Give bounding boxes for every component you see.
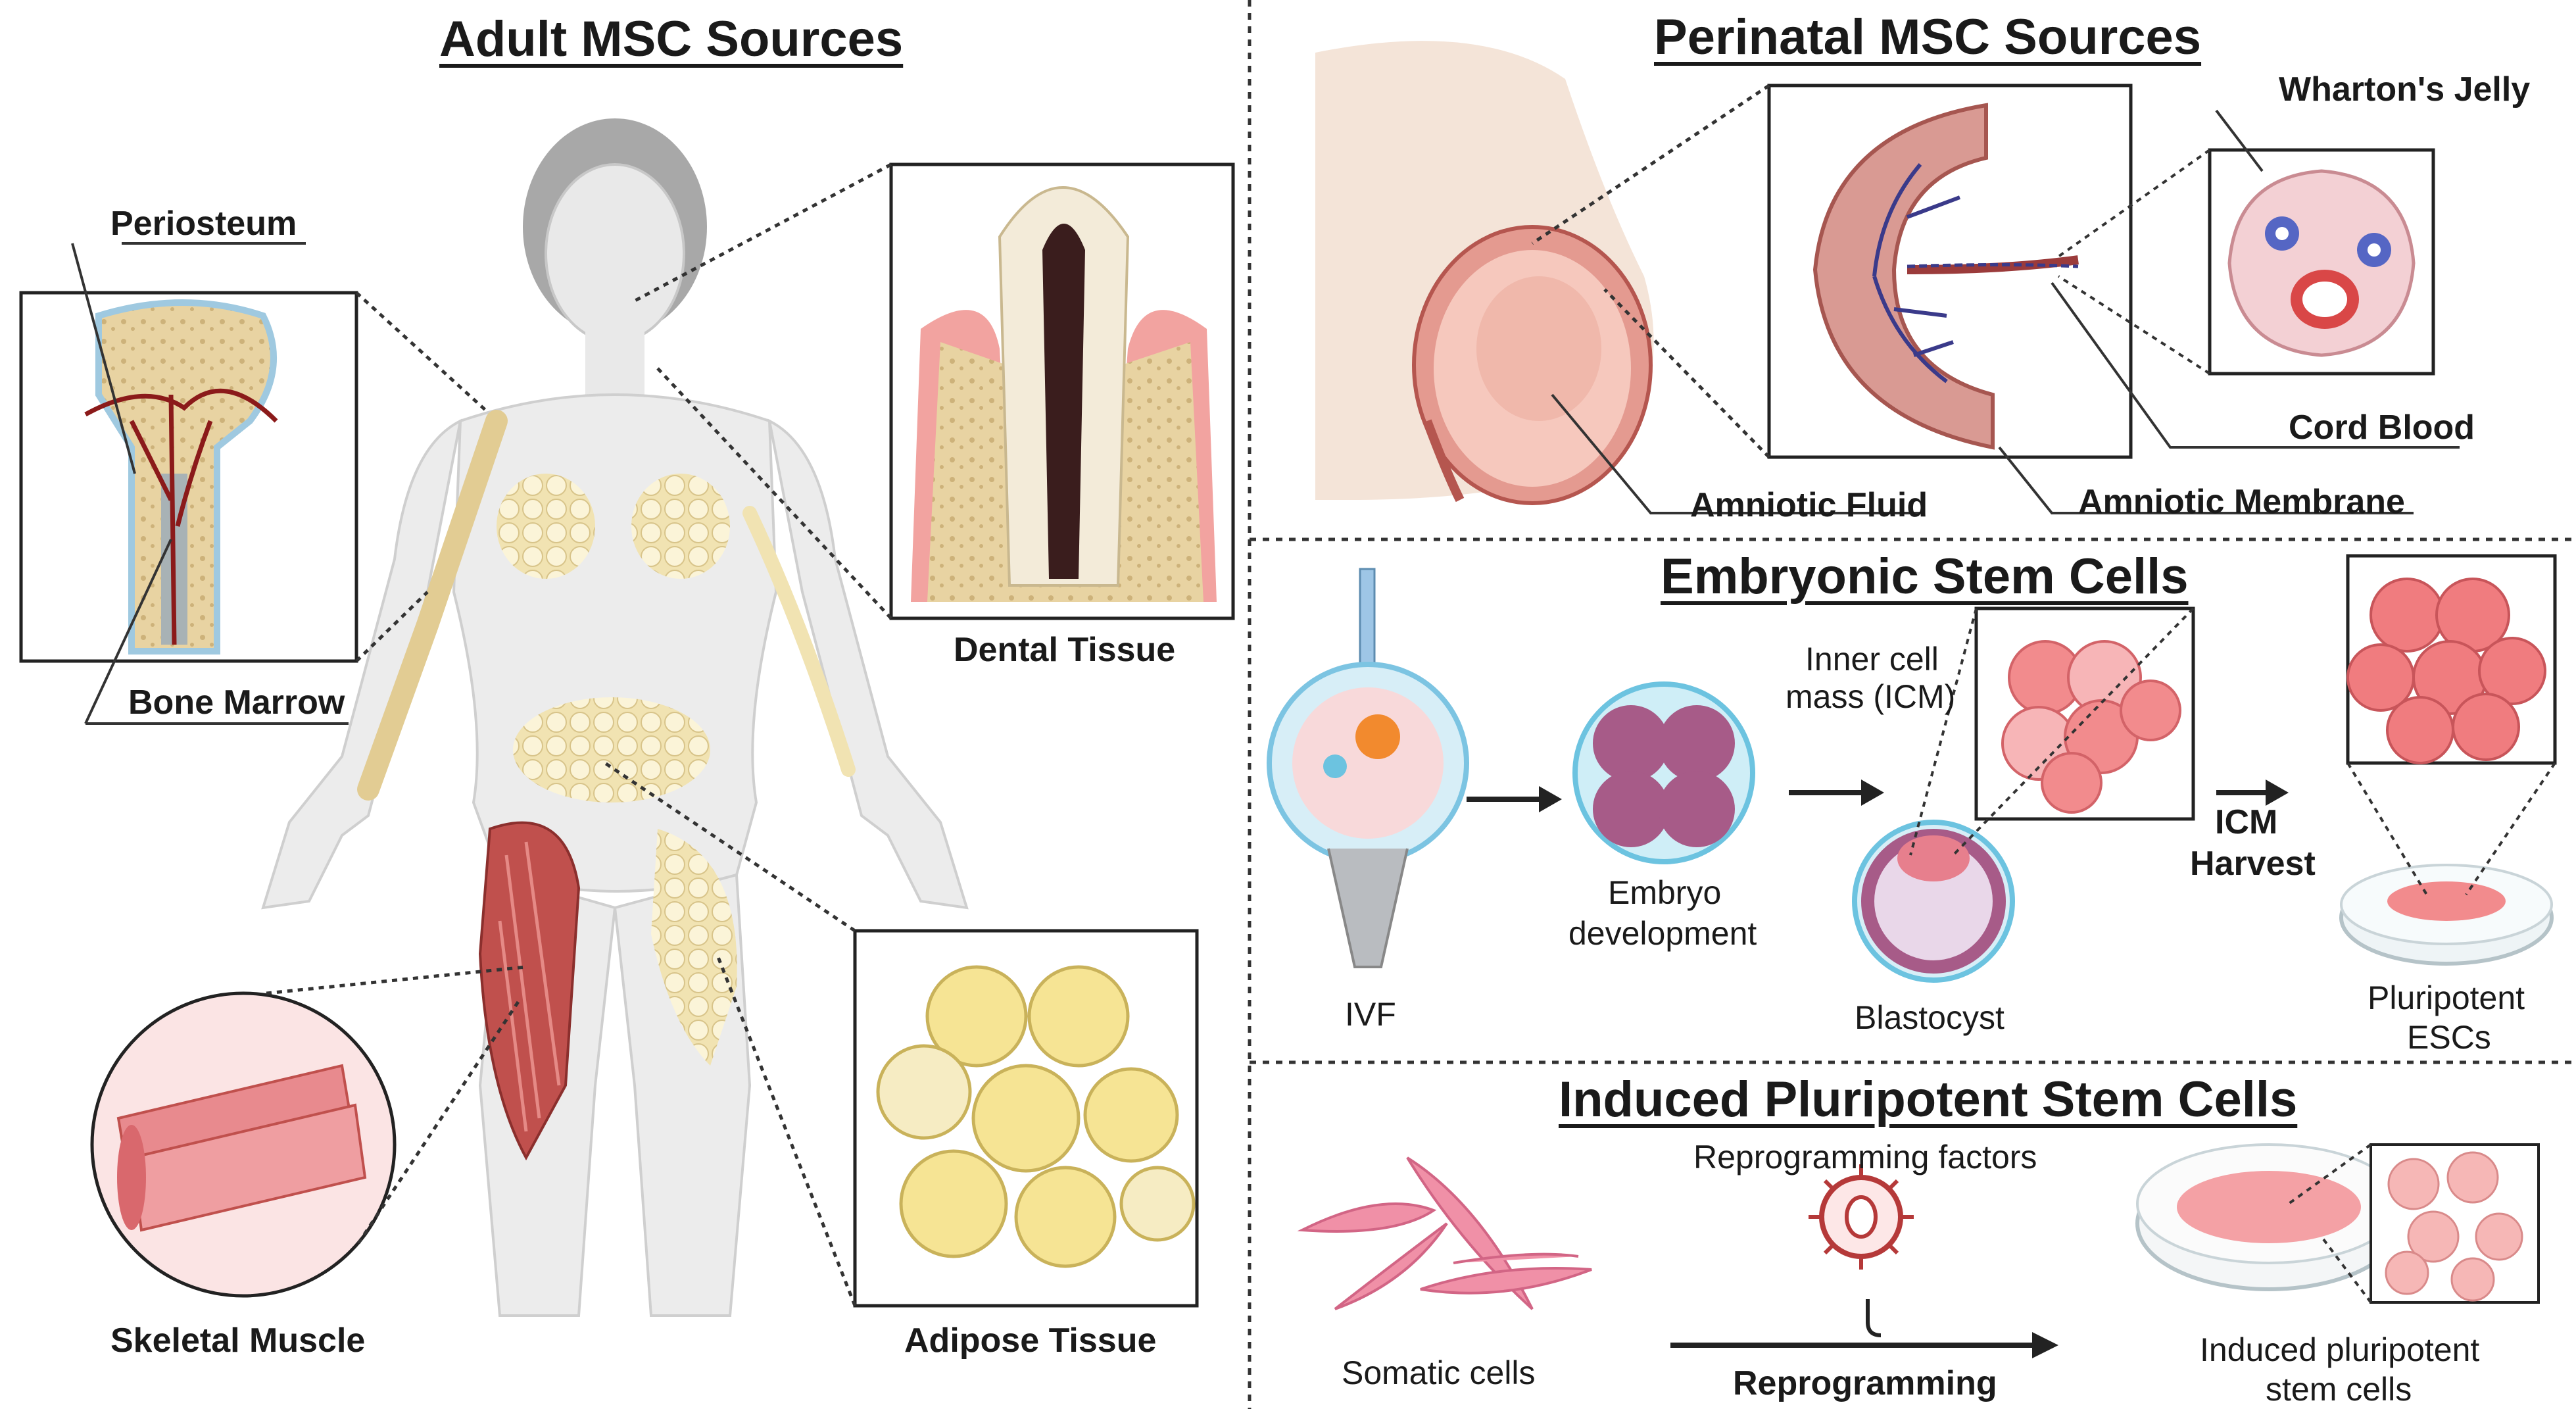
embryo-development-label-2: development bbox=[1568, 915, 1757, 952]
blastocyst-illustration bbox=[1852, 820, 2015, 983]
umbilical-cord-crosssection bbox=[2227, 169, 2416, 357]
periosteum-label: Periosteum bbox=[110, 205, 297, 243]
petri-dish-ipsc bbox=[2135, 1143, 2402, 1291]
reprogramming-label: Reprogramming bbox=[1733, 1364, 1997, 1402]
skeletal-muscle-label: Skeletal Muscle bbox=[110, 1322, 366, 1360]
embryo-illustration bbox=[1572, 681, 1755, 864]
human-body-illustration bbox=[261, 118, 969, 1317]
petri-dish-esc bbox=[2339, 864, 2554, 966]
pluripotent-escs-label-1: Pluripotent bbox=[2368, 979, 2525, 1016]
icm-cells-inset bbox=[2001, 640, 2181, 814]
fat-cells-inset bbox=[876, 965, 1196, 1268]
muscle-fibers-inset bbox=[116, 1064, 367, 1232]
icm-harvest-label-2: Harvest bbox=[2190, 845, 2316, 883]
reprogramming-factors-label: Reprogramming factors bbox=[1693, 1139, 2037, 1175]
femur-bone-inset bbox=[84, 299, 278, 655]
adult-section-title: Adult MSC Sources bbox=[439, 11, 904, 67]
blastocyst-label: Blastocyst bbox=[1855, 999, 2005, 1036]
induced-pluripotent-label-1: Induced pluripotent bbox=[2200, 1331, 2480, 1368]
induced-pluripotent-label-2: stem cells bbox=[2266, 1371, 2412, 1408]
bone-marrow-label: Bone Marrow bbox=[128, 683, 345, 722]
dental-tissue-label: Dental Tissue bbox=[954, 631, 1176, 669]
virus-reprogramming-factor bbox=[1809, 1164, 1914, 1270]
pregnant-body-illustration bbox=[1315, 41, 1654, 505]
ivf-label: IVF bbox=[1345, 996, 1396, 1033]
ivf-illustration bbox=[1267, 568, 1469, 968]
icm-label-2: mass (ICM) bbox=[1786, 678, 1956, 715]
embryo-development-label-1: Embryo bbox=[1608, 874, 1722, 911]
amniotic-membrane-label: Amniotic Membrane bbox=[2078, 483, 2405, 521]
pluripotent-escs-label-2: ESCs bbox=[2407, 1019, 2491, 1056]
ipsc-section-title: Induced Pluripotent Stem Cells bbox=[1559, 1072, 2298, 1127]
icm-label-1: Inner cell bbox=[1805, 641, 1939, 678]
amniotic-fluid-label: Amniotic Fluid bbox=[1690, 486, 1928, 524]
whartons-jelly-label: Wharton's Jelly bbox=[2279, 70, 2531, 109]
esc-section-title: Embryonic Stem Cells bbox=[1661, 549, 2189, 605]
somatic-cells-label: Somatic cells bbox=[1342, 1354, 1536, 1391]
ipsc-cells-inset bbox=[2385, 1151, 2523, 1302]
icm-harvest-label-1: ICM bbox=[2215, 803, 2278, 841]
cord-blood-label: Cord Blood bbox=[2289, 408, 2475, 447]
somatic-cells-illustration bbox=[1297, 1156, 1592, 1310]
placenta-inset bbox=[1812, 103, 2079, 450]
perinatal-section-title: Perinatal MSC Sources bbox=[1654, 9, 2202, 65]
tooth-inset bbox=[911, 186, 1217, 602]
adipose-tissue-label: Adipose Tissue bbox=[904, 1322, 1157, 1360]
esc-cells-inset bbox=[2346, 578, 2546, 764]
